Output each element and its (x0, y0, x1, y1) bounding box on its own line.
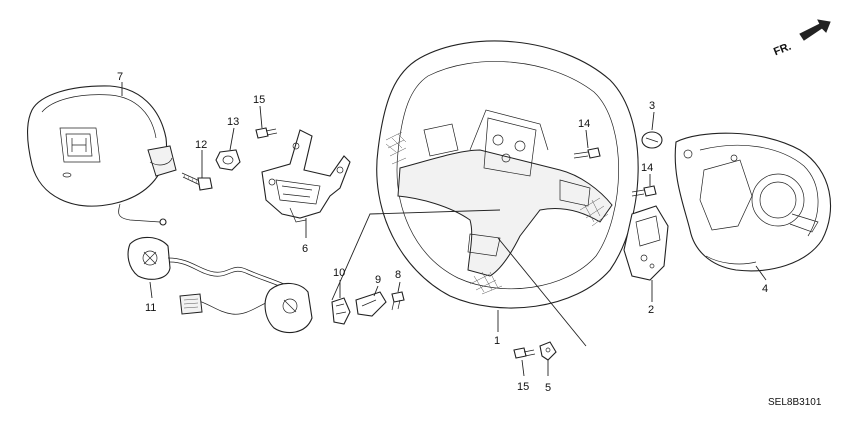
label-6: 6 (302, 243, 308, 255)
clip-5 (539, 341, 557, 361)
screw-8 (391, 291, 405, 311)
rear-cover-4 (674, 132, 832, 272)
switch-cover-2 (623, 205, 669, 281)
steering-wheel-1 (331, 40, 639, 347)
label-12: 12 (195, 139, 207, 151)
screw-14-right (631, 185, 657, 197)
front-direction-arrow (799, 19, 831, 41)
clip-10 (331, 297, 351, 325)
label-7: 7 (117, 71, 123, 83)
cover-9 (355, 291, 387, 317)
front-indicator-label: FR. (772, 41, 793, 59)
bracket-6 (261, 129, 351, 223)
label-11: 11 (145, 302, 156, 314)
screw-15-lower (513, 347, 536, 359)
label-10: 10 (333, 267, 345, 279)
label-2: 2 (648, 304, 654, 316)
label-1: 1 (494, 335, 500, 347)
label-15-lower: 15 (517, 381, 529, 393)
bolt-12 (181, 172, 213, 191)
label-8: 8 (395, 269, 401, 281)
label-13: 13 (227, 116, 239, 128)
airbag-module (26, 85, 177, 226)
label-4: 4 (762, 283, 768, 295)
label-14-right: 14 (641, 162, 653, 174)
leader-lines (121, 82, 767, 377)
screw-14-upper (573, 147, 601, 159)
label-9: 9 (375, 274, 381, 286)
screw-15-upper (255, 127, 278, 139)
switch-harness-11 (127, 236, 313, 334)
diagram-code: SEL8B3101 (768, 397, 822, 408)
label-15-upper: 15 (253, 94, 265, 106)
cap-3 (641, 131, 663, 149)
label-3: 3 (649, 100, 655, 112)
label-5: 5 (545, 382, 551, 394)
label-14-upper: 14 (578, 118, 590, 130)
nut-13 (215, 149, 241, 171)
